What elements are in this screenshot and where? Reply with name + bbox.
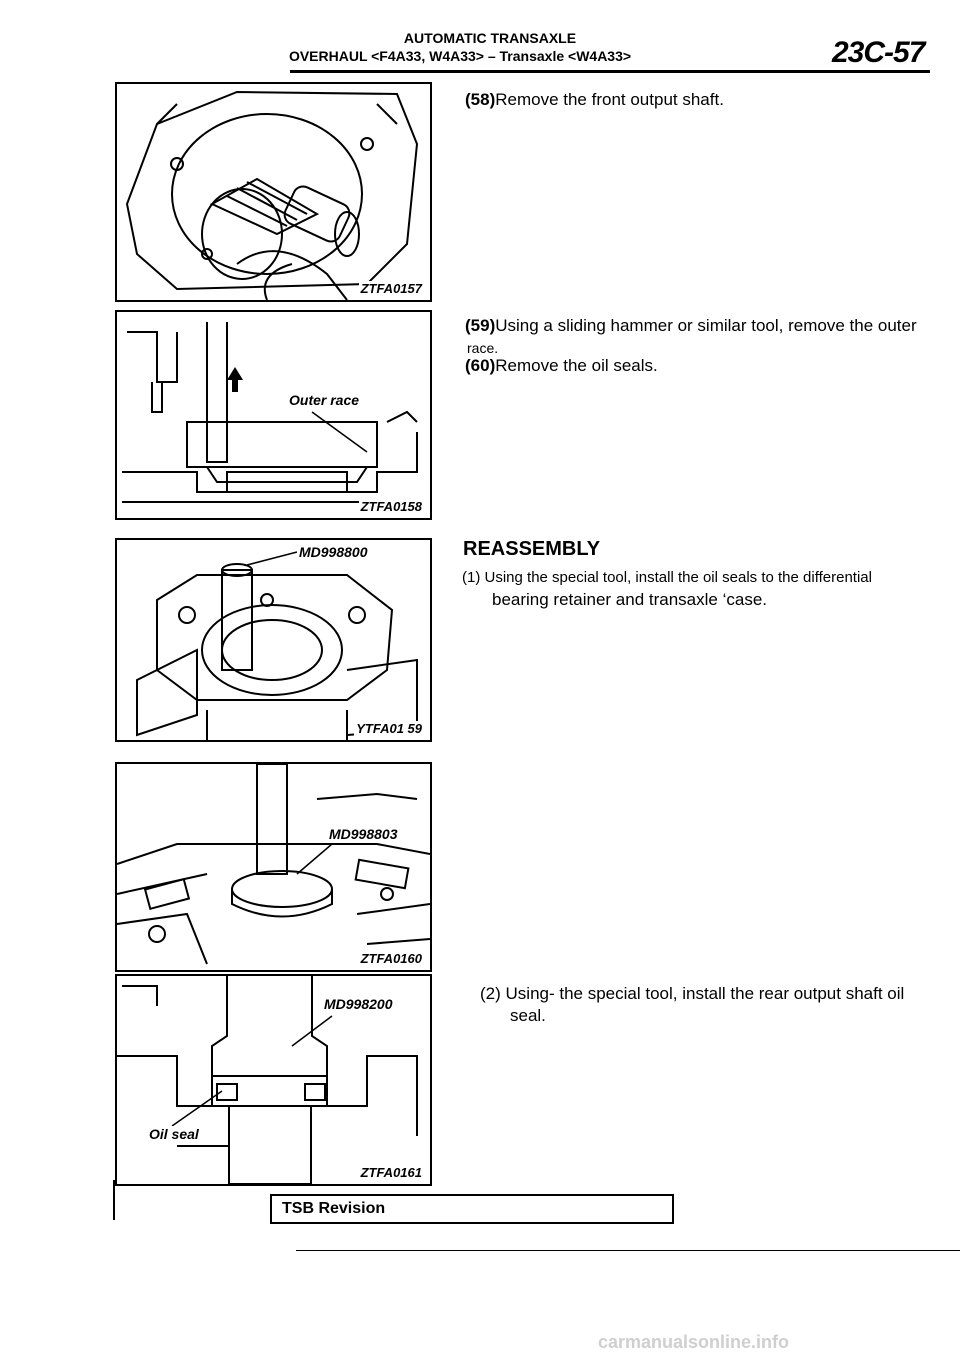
step-59-continuation: race. (467, 340, 499, 356)
figure-outer-race-drawing (122, 322, 418, 503)
figure-md998200-drawing (117, 976, 418, 1184)
header-title: AUTOMATIC TRANSAXLE (403, 30, 577, 46)
step-text: Using the special tool, install the oil … (484, 569, 872, 586)
reassembly-step-2-continuation: seal. (510, 1006, 546, 1025)
step-number: (59) (465, 316, 496, 335)
header-subtitle: OVERHAUL <F4A33, W4A33> – Transaxle <W4A… (288, 48, 632, 64)
figure-md998800: MD998800 YTFA01 59 (115, 538, 432, 742)
figure-outer-race: Outer race ZTFA0158 (115, 310, 432, 520)
reassembly-step-1-continuation: bearing retainer and transaxle ‘case. (492, 590, 767, 609)
step-text: Remove the oil seals. (495, 356, 658, 375)
figure-md998803-drawing (117, 764, 430, 965)
figure-code: ZTFA0160 (358, 951, 424, 966)
figure-md998200: MD998200 Oil seal ZTFA0161 (115, 974, 432, 1186)
reassembly-step-2: (2) Using- the special tool, install the… (480, 984, 904, 1004)
label-md998800: MD998800 (297, 544, 370, 560)
left-rule (113, 1180, 115, 1220)
page-number: 23C-57 (832, 36, 925, 69)
step-number: (1) (462, 569, 481, 586)
figure-code: ZTFA0161 (358, 1165, 424, 1180)
step-text: Remove the front output shaft. (495, 90, 724, 109)
figure-code: ZTFA0158 (358, 499, 424, 514)
tsb-revision-box: TSB Revision (270, 1194, 674, 1224)
label-md998803: MD998803 (327, 826, 400, 842)
label-oil-seal: Oil seal (147, 1126, 201, 1142)
figure-code: YTFA01 59 (354, 721, 424, 736)
step-number: (2) (480, 984, 501, 1003)
figure-code: ZTFA0157 (358, 281, 424, 296)
watermark: carmanualsonline.info (598, 1332, 790, 1352)
header-rule (290, 70, 930, 73)
step-number: (58) (465, 90, 496, 109)
step-59: (59)Using a sliding hammer or similar to… (465, 316, 917, 336)
label-md998200: MD998200 (322, 996, 395, 1012)
step-60: (60)Remove the oil seals. (465, 356, 658, 376)
step-text: Using a sliding hammer or similar tool, … (495, 316, 917, 335)
section-heading: REASSEMBLY (463, 538, 601, 560)
figure-front-output-shaft: ZTFA0157 (115, 82, 432, 302)
footer-rule (296, 1250, 960, 1251)
step-text: Using- the special tool, install the rea… (505, 984, 905, 1003)
figure-md998803: MD998803 ZTFA0160 (115, 762, 432, 972)
step-number: (60) (465, 356, 496, 375)
label-outer-race: Outer race (287, 392, 362, 408)
figure-md998800-drawing (136, 551, 418, 740)
step-58: (58)Remove the front output shaft. (465, 90, 724, 110)
tsb-revision-label: TSB Revision (282, 1200, 386, 1217)
figure-front-output-shaft-drawing (125, 90, 419, 300)
reassembly-step-1: (1) Using the special tool, install the … (462, 568, 872, 588)
